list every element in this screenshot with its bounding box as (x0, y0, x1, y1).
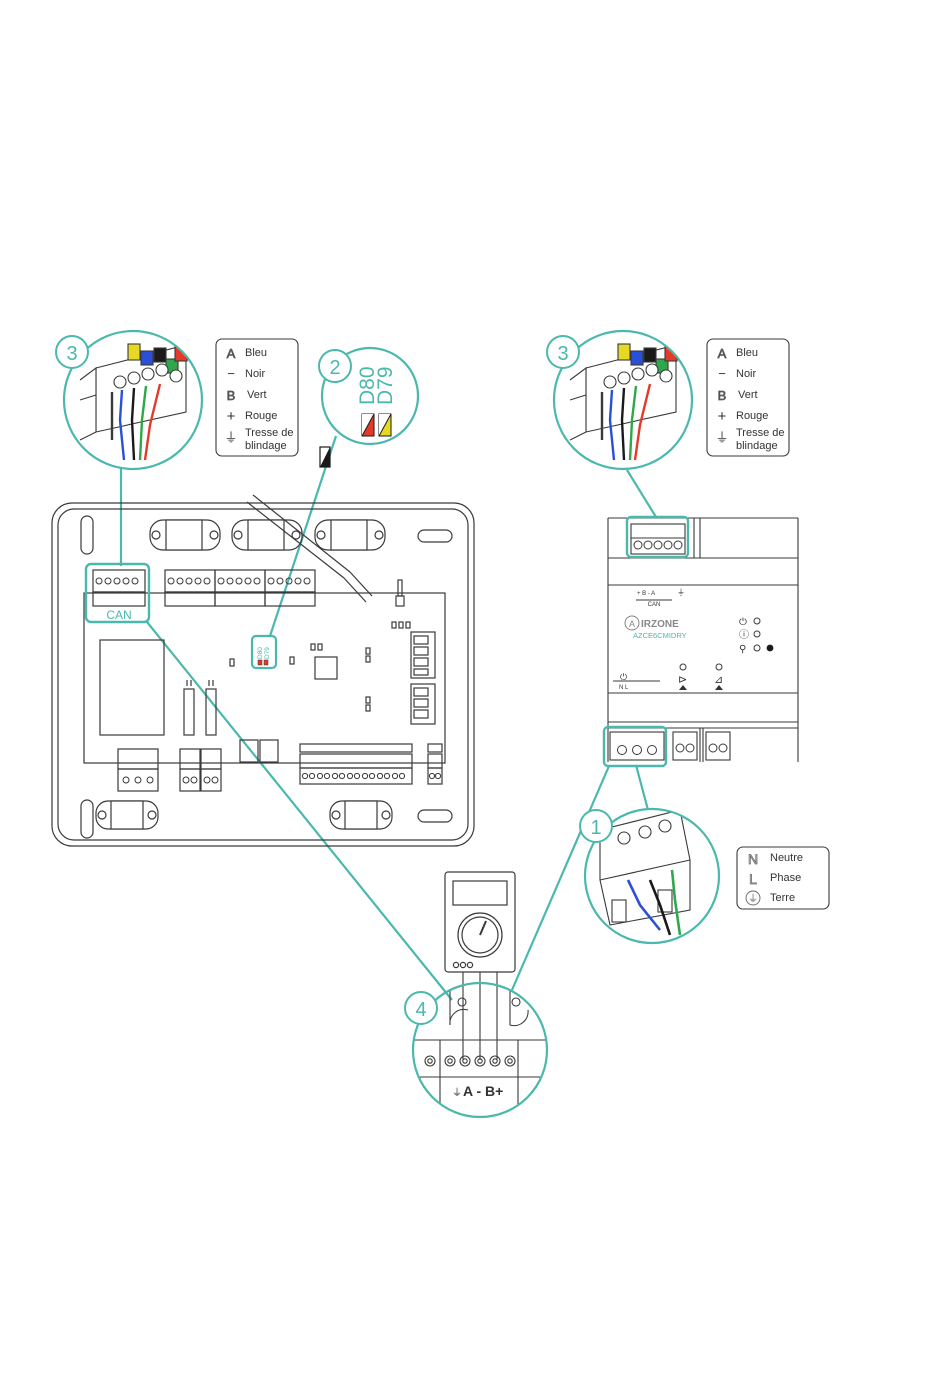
svg-text:B: B (227, 388, 236, 403)
svg-text:Noir: Noir (736, 368, 757, 380)
callout-3-left: 3 (56, 331, 202, 469)
can-terminal (93, 570, 145, 606)
module-status-icons: ⏻ ⓘ ⚲ ⏻ ⊳ ⊿ (620, 617, 749, 690)
led-d80-icon (362, 414, 374, 436)
step-4-number: 4 (415, 999, 426, 1021)
svg-text:−: − (718, 366, 726, 381)
module-status-led (767, 645, 774, 652)
module-terminal-labels: + B - A (637, 591, 655, 597)
power-component (100, 640, 164, 735)
svg-text:Rouge: Rouge (245, 410, 277, 422)
svg-text:⏚: ⏚ (224, 430, 237, 445)
step-3-left-number: 3 (66, 343, 77, 365)
terminal-4-label: A - B+ (463, 1083, 503, 1099)
module-ground-glyph: ⏚ (677, 588, 685, 597)
svg-text:B: B (718, 388, 727, 403)
svg-text:blindage: blindage (245, 440, 287, 452)
mounting-tab-bottom-1 (96, 801, 158, 829)
svg-text:−: − (227, 366, 235, 381)
module-model: AZCE6CMIDRY (633, 631, 687, 640)
board-led-labels: D80 D79 (257, 647, 271, 659)
mounting-tab-top-3 (315, 520, 385, 550)
power-legend: N Neutre L Phase ⏚ Terre (737, 847, 829, 909)
small-components (230, 622, 442, 752)
step-1-number: 1 (590, 817, 601, 839)
mounting-tab-top-1 (150, 520, 220, 550)
svg-text:⚲: ⚲ (739, 644, 746, 655)
svg-text:Bleu: Bleu (245, 347, 267, 359)
svg-text:Vert: Vert (738, 389, 758, 401)
step-2-number: 2 (329, 357, 340, 379)
chip (315, 657, 337, 679)
module-can-label: CAN (648, 602, 661, 608)
svg-text:+: + (227, 408, 236, 425)
svg-text:Noir: Noir (245, 368, 266, 380)
mounting-tab-top-2 (232, 520, 302, 550)
wire-legend-left: A Bleu − Noir B Vert + Rouge ⏚ Tresse de… (216, 339, 298, 456)
bottom-terminal-blocks (118, 740, 442, 791)
wire-legend-right: A Bleu − Noir B Vert + Rouge ⏚ Tresse de… (707, 339, 789, 456)
svg-text:Tresse de: Tresse de (245, 427, 294, 439)
svg-text:⏻: ⏻ (620, 672, 627, 682)
multimeter-probes (463, 972, 497, 1060)
svg-text:⏻: ⏻ (739, 617, 747, 628)
l-letter-icon: L (749, 871, 757, 887)
n-letter-icon: N (748, 851, 758, 867)
svg-text:A: A (718, 346, 727, 361)
svg-text:Neutre: Neutre (770, 852, 803, 864)
callout-2-leds: D80 D79 2 (319, 348, 418, 444)
led-marker-icon (320, 447, 330, 467)
svg-text:D80: D80 (257, 647, 264, 659)
mounting-tab-bottom-2 (330, 801, 392, 829)
multimeter (445, 872, 515, 972)
din-module (608, 518, 798, 762)
svg-text:Bleu: Bleu (736, 347, 758, 359)
svg-text:Rouge: Rouge (736, 410, 768, 422)
callout-4-terminal: ⏚ A - B+ 4 (405, 983, 548, 1117)
airzone-logo: A IRZONE (625, 616, 679, 630)
step-3-right-number: 3 (557, 343, 568, 365)
callout-1-power: 1 (580, 809, 719, 943)
board-led-d80 (258, 660, 262, 665)
module-power-labels: N L (619, 685, 629, 691)
svg-text:⊳: ⊳ (678, 674, 687, 686)
svg-text:+: + (718, 408, 727, 425)
terminal-ground-glyph: ⏚ (452, 1087, 462, 1099)
svg-text:⏚: ⏚ (715, 430, 728, 445)
earth-icon: ⏚ (748, 893, 758, 905)
board-led-d79 (264, 660, 268, 665)
svg-text:blindage: blindage (736, 440, 778, 452)
led-d79-label: D79 (374, 366, 397, 405)
svg-text:ⓘ: ⓘ (739, 629, 749, 641)
svg-text:A: A (629, 619, 635, 629)
callout-3-right: 3 (547, 331, 692, 469)
svg-text:Phase: Phase (770, 872, 801, 884)
svg-text:Tresse de: Tresse de (736, 427, 785, 439)
terminal-block-top (165, 570, 315, 606)
svg-text:IRZONE: IRZONE (641, 619, 679, 630)
module-can-highlight (627, 517, 688, 557)
svg-text:Terre: Terre (770, 892, 795, 904)
svg-text:D79: D79 (264, 647, 271, 659)
control-board (52, 495, 474, 846)
svg-text:⊿: ⊿ (714, 674, 723, 686)
side-connectors (411, 632, 435, 724)
svg-text:Vert: Vert (247, 389, 267, 401)
svg-text:A: A (227, 346, 236, 361)
led-d79-icon (379, 414, 391, 436)
can-label: CAN (106, 608, 131, 622)
